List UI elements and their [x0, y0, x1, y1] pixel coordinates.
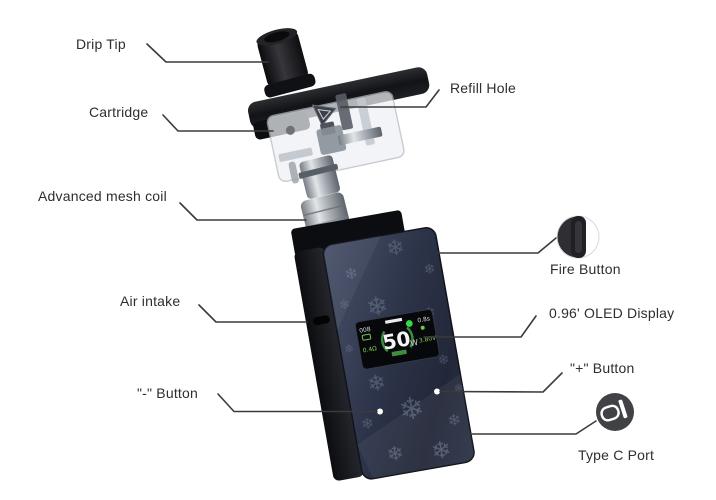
- svg-text:❄: ❄: [366, 370, 388, 398]
- leader-type-c-port: [469, 420, 597, 435]
- coil-connector: [298, 155, 341, 199]
- display-wattage: 50: [381, 326, 413, 354]
- svg-text:❄: ❄: [343, 341, 355, 357]
- leader-fire-button: [436, 237, 557, 254]
- leader-minus-button: [217, 393, 378, 413]
- box-top: [291, 210, 406, 257]
- label-minus-button: "-" Button: [137, 385, 198, 401]
- display-status-dot: [405, 320, 413, 327]
- label-air-intake: Air intake: [120, 293, 181, 309]
- label-plus-button: "+" Button: [570, 360, 635, 376]
- leader-oled-display: [423, 315, 537, 338]
- svg-text:❄: ❄: [437, 352, 451, 370]
- leader-drip-tip: [146, 43, 269, 63]
- display-resistance: 0.4Ω: [362, 345, 378, 354]
- label-refill-hole: Refill Hole: [450, 80, 516, 96]
- leader-mesh-coil: [179, 202, 307, 221]
- svg-text:❄: ❄: [396, 390, 427, 429]
- display-puff-time: 0.8s: [417, 315, 431, 324]
- display-wattage-unit: W: [410, 338, 419, 348]
- svg-text:❄: ❄: [446, 410, 463, 431]
- air-intake-slot: [312, 315, 330, 326]
- box-side: [294, 247, 364, 481]
- display-voltage: 3.80V: [418, 334, 437, 344]
- pod-assembly: [248, 28, 430, 258]
- leader-cartridge: [162, 114, 274, 132]
- svg-text:❄: ❄: [338, 297, 351, 314]
- label-oled-display: 0.96' OLED Display: [549, 305, 675, 321]
- type-c-port-icon: [596, 393, 634, 431]
- mod-box: ❄ ❄ ❄ ❄ ❄ ❄ ❄ ❄ ❄ ❄ ❄ ❄ ❄ ❄ ❄ ❄: [291, 210, 476, 481]
- minus-button-dot: [377, 408, 383, 415]
- label-drip-tip: Drip Tip: [76, 36, 126, 52]
- drip-tip: [256, 28, 316, 98]
- label-type-c-port: Type C Port: [578, 447, 655, 463]
- leader-lines: [146, 43, 597, 435]
- oled-display-screen: 50 W 008 0.4Ω 0.8s 3.80V: [355, 309, 440, 370]
- plus-button-dot: [434, 388, 440, 395]
- label-cartridge: Cartridge: [89, 104, 149, 120]
- svg-text:❄: ❄: [423, 261, 437, 279]
- label-fire-button: Fire Button: [550, 261, 621, 277]
- refill-hole-plug: [311, 104, 337, 127]
- leader-plus-button: [439, 372, 563, 393]
- display-puff-count: 008: [359, 326, 372, 335]
- leader-refill-hole: [340, 89, 440, 108]
- svg-text:❄: ❄: [343, 263, 360, 284]
- fire-button-icon: [556, 215, 600, 259]
- svg-text:❄: ❄: [384, 235, 406, 263]
- label-mesh-coil: Advanced mesh coil: [38, 188, 167, 204]
- svg-text:❄: ❄: [385, 440, 406, 467]
- svg-text:❄: ❄: [360, 414, 376, 434]
- leader-air-intake: [198, 304, 308, 323]
- svg-text:❄: ❄: [429, 435, 454, 466]
